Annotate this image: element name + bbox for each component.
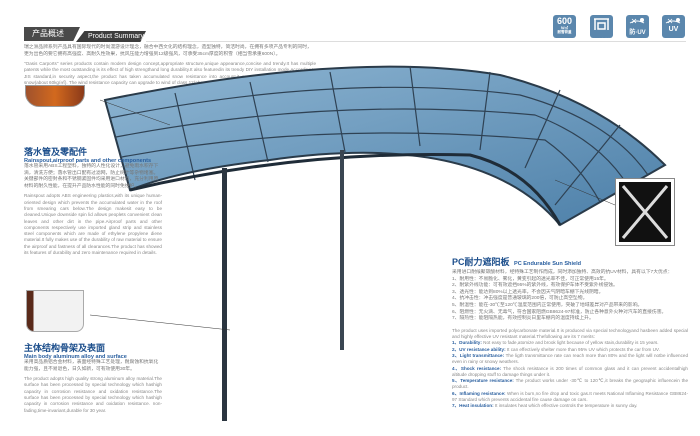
- rainspout-title-en: Rainspout,airproof parts and other compo…: [24, 158, 152, 164]
- pc-en-merit: 3、Light transmittance: The ligth transmi…: [452, 353, 688, 366]
- pc-cn-merit: 7、隔热性：能阻隔热能，有效控制炎日里车棚内的温度持续上升。: [452, 316, 594, 322]
- merit-label: 1、Durability:: [452, 340, 482, 346]
- merit-text: It can effectively shelter more than 95%…: [506, 346, 660, 352]
- merit-label: 3、Light transmittance:: [452, 352, 505, 358]
- pc-section: PC耐力遮阳板 PC Endurable Sun Shield 采用进口耐候聚碳…: [452, 252, 688, 410]
- rainspout-photo: [25, 85, 85, 107]
- structure-badge: 高强度耐压结构: [590, 15, 613, 41]
- pc-en-merit: 7、Heat insulation: It insulates heat whi…: [452, 403, 688, 409]
- pc-title-cn: PC耐力遮阳板: [452, 257, 510, 267]
- anti-uv-badge: 防·UV: [626, 15, 649, 38]
- aluminum-profile-photo: [26, 290, 84, 332]
- pc-en-merit: 4、Shock resistance: The shock resistance…: [452, 366, 688, 379]
- pc-cn-merit: 4、抗冲击性：冲击强度是普通玻璃的200倍，可防止高空坠物。: [452, 296, 588, 302]
- badge-label: 防·UV: [629, 30, 646, 36]
- callout-line: [99, 99, 171, 126]
- badge-value: 600: [556, 16, 573, 26]
- pc-cn-merit: 5、耐温性：能在-30℃至120℃温度范围内正常使用，突破了地域差异对产品带来的…: [452, 302, 643, 308]
- frame-section: 主体结构骨架及表面 Main body aluminum alloy and s…: [24, 341, 162, 414]
- pc-cn-merit: 3、透光性：能达到80%以上透光率，不会因天气阴暗车棚下光线阴暗。: [452, 289, 604, 295]
- pc-cn-merit: 2、耐紫外线功能：可有效遮挡95%的紫外线，有效保护车体不受紫外线侵蚀。: [452, 283, 618, 289]
- section-tab-en: Product Summary: [76, 31, 146, 42]
- callout-line: [554, 179, 616, 206]
- pc-cn-merit: 1、耐用性：不易脆化、雾化，黄变引起的透光率不佳，可正常使用15年。: [452, 276, 609, 282]
- front-post: [222, 168, 227, 421]
- uv-badge: UV: [662, 15, 685, 38]
- merit-text: The shock resistance is 200 times of com…: [452, 365, 688, 377]
- merit-label: 6、Inflaming resistance:: [452, 390, 506, 396]
- front-beam: [129, 152, 562, 226]
- badge-label: 高强度耐压结构: [592, 38, 611, 41]
- badge-label: 耐雪荷重: [557, 30, 572, 34]
- merit-text: When is burn,no fire drop and toxic gas.…: [452, 390, 689, 403]
- summary: 瑞之洲品牌系列产品具有国际现代的时尚漫游设计理念，融合中西文化的结构理念，造型独…: [24, 45, 316, 86]
- pc-title-en: PC Endurable Sun Shield: [513, 261, 582, 267]
- header-divider: [146, 41, 686, 42]
- pc-en-intro: The product uses imported polycarbonate …: [452, 327, 688, 340]
- frame-title-en: Main body aluminum alloy and surface: [24, 354, 127, 360]
- pc-panel-photo: [615, 178, 675, 246]
- snow-load-badge: 600 N/㎡ 耐雪荷重: [553, 15, 576, 38]
- rainspout-cn: 落水管采用ABS工程塑料，独特的人性化设计，避免雨水积存下滴，清洗方便；落水管出…: [24, 164, 159, 189]
- roof-purlins: [109, 65, 649, 206]
- pc-en-merit: 2、UV resistance ability: It can effectiv…: [452, 347, 688, 353]
- badge-label: UV: [668, 26, 679, 33]
- carport-icon: [594, 18, 609, 30]
- merit-label: 2、UV resistance ability:: [452, 346, 506, 352]
- merit-label: 7、Heat insulation:: [452, 403, 494, 409]
- callout-line: [89, 314, 231, 331]
- pc-cn-intro: 采用进口耐候聚碳酸材料，经特殊工艺制作而成，同时添加独特、高效的抗UV材料，具有…: [452, 270, 673, 275]
- merit-label: 4、Shock resistance:: [452, 365, 502, 371]
- roof-panels: [103, 65, 667, 227]
- section-tab-cn: 产品概述: [24, 27, 80, 41]
- sun-shield-icon: [629, 18, 645, 24]
- sun-shield-icon: [665, 18, 681, 24]
- merit-text: The product works under -30℃ to 120℃,it …: [452, 378, 689, 390]
- pc-cn-merit: 6、阻燃性：无火滴、无毒气，符合国家阻燃GB8624-97标准，防止各种意外火种…: [452, 309, 667, 315]
- rainspout-section: 落水管及零配件 Rainspout,airproof parts and oth…: [24, 145, 162, 256]
- pc-en-merit: 1、Durability: Not easy to fade,atomize a…: [452, 340, 688, 346]
- merit-text: It insulates heat which effective contro…: [494, 403, 638, 409]
- merit-label: 5、Temperature resistance:: [452, 378, 514, 384]
- rainspout-title-cn: 落水管及零配件: [24, 147, 88, 157]
- pc-en-merit: 6、Inflaming resistance: When is burn,no …: [452, 391, 688, 404]
- frame-cn: 采用高品质铝合金材料，表面经特殊工艺处理，耐腐蚀和抗氧化能力强，且不易退色，日久…: [24, 360, 159, 372]
- panel-cross-section-icon: [619, 182, 671, 242]
- merit-text: Not easy to fade,atomize and brook light…: [483, 340, 659, 346]
- pc-en-merit: 5、Temperature resistance: The product wo…: [452, 378, 688, 391]
- frame-en: The product adopts high quality strong a…: [24, 376, 162, 413]
- rear-post: [340, 150, 344, 350]
- summary-en: "Oasis Carports" series products contain…: [24, 61, 316, 86]
- frame-title-cn: 主体结构骨架及表面: [24, 343, 106, 353]
- merit-text: The ligth transmittance rate can reach m…: [452, 352, 688, 365]
- badge-unit: N/㎡: [561, 26, 568, 30]
- summary-cn: 瑞之洲品牌系列产品具有国际现代的时尚漫游设计理念，融合中西文化的结构理念，造型独…: [24, 45, 312, 57]
- rainspout-en: Rainspout adopts ABS engineering plastic…: [24, 193, 162, 256]
